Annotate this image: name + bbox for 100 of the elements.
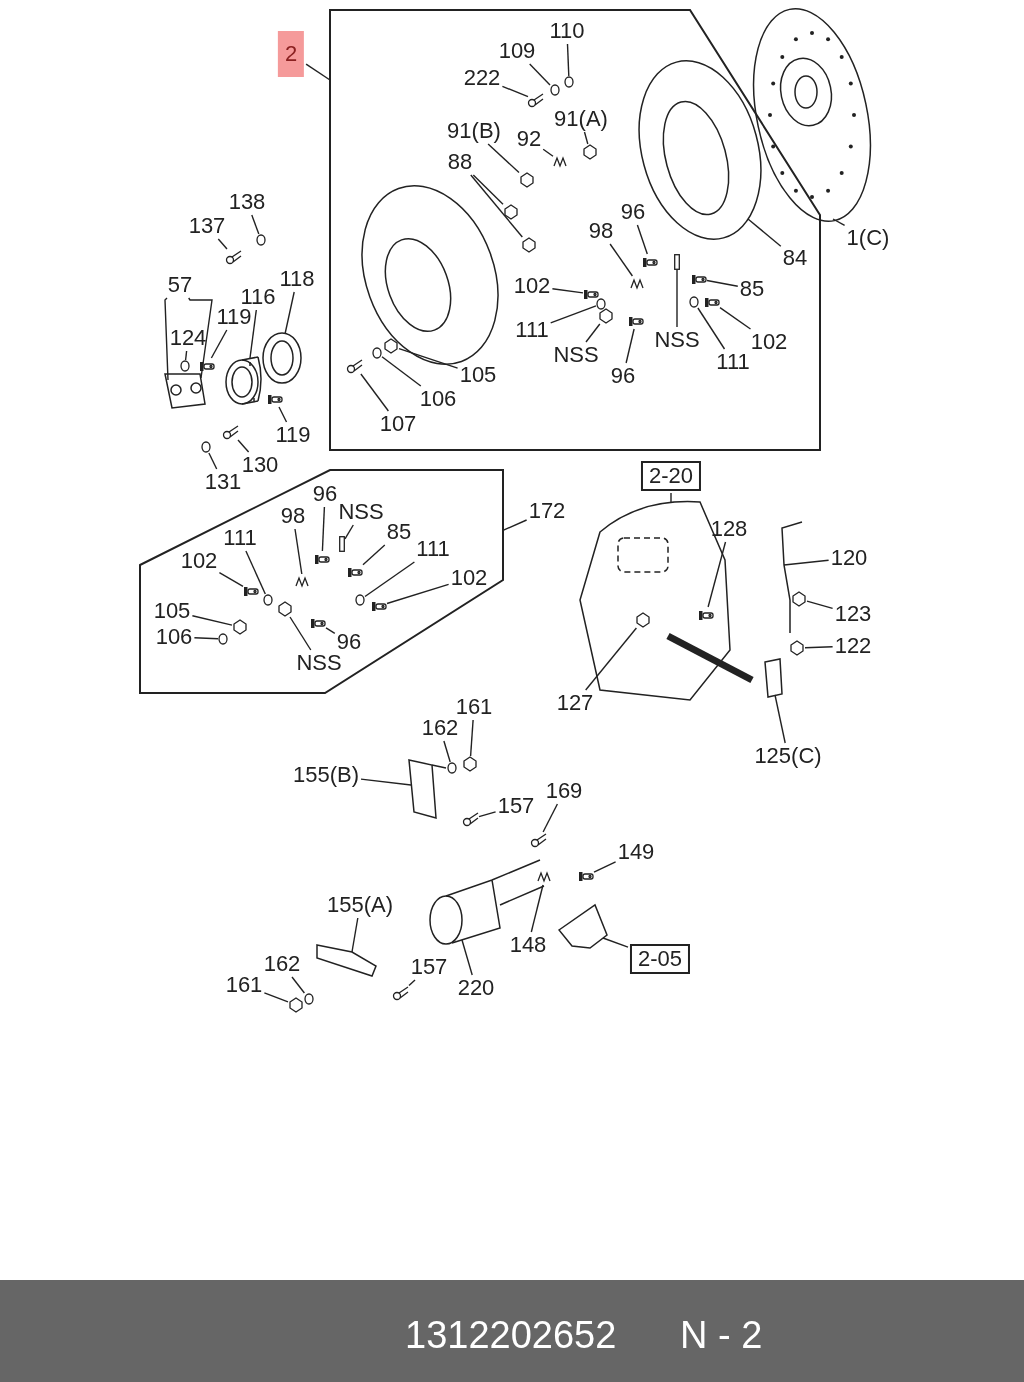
callout-number: 92 (516, 128, 542, 150)
leader-line (278, 406, 288, 423)
leader-line (184, 350, 188, 361)
leader-line (208, 452, 218, 470)
callout-number: 106 (155, 626, 193, 648)
callout-number: 124 (169, 327, 207, 349)
callout-number: 111 (416, 538, 450, 560)
washer-drawing (218, 633, 228, 645)
callout-number: 111 (716, 351, 750, 373)
washer-drawing (447, 762, 457, 774)
leader-line (191, 615, 233, 626)
leader-line (325, 627, 336, 634)
callout-number: 91(B) (447, 120, 501, 142)
leader-line (697, 307, 726, 350)
callout-number: 85 (739, 278, 765, 300)
callout-number: NSS (654, 329, 700, 351)
leader-line (249, 309, 257, 359)
callout-number: 102 (513, 275, 551, 297)
leader-line (636, 224, 648, 255)
footer-text: 1312202652 (405, 1314, 617, 1357)
leader-line (294, 528, 303, 575)
callout-number: 119 (216, 306, 252, 328)
callout-number: 102 (180, 550, 218, 572)
leader-line (364, 561, 416, 598)
washer-drawing (201, 441, 211, 453)
washer-drawing (263, 594, 273, 606)
leader-line (542, 148, 554, 157)
callout-number: 96 (620, 201, 646, 223)
leader-line (529, 63, 551, 86)
lever-drawing (339, 536, 345, 552)
leader-line (263, 992, 289, 1003)
callout-number: 110 (549, 20, 585, 42)
callout-number: 91(A) (554, 108, 608, 130)
callout-number: 57 (167, 274, 193, 296)
leader-line (551, 288, 584, 294)
washer-drawing (689, 296, 699, 308)
callout-number: 123 (834, 603, 872, 625)
callout-number: 102 (750, 331, 788, 353)
callout-number: 1(C) (846, 227, 890, 249)
leader-line (566, 43, 570, 77)
leader-line (469, 719, 474, 757)
leader-line (804, 646, 834, 649)
callout-number: 107 (379, 413, 417, 435)
leader-line (188, 297, 213, 379)
leader-line (321, 506, 326, 552)
leader-line (386, 583, 450, 605)
callout-number: 127 (556, 692, 594, 714)
callout-number: 149 (617, 841, 655, 863)
callout-number: 148 (509, 934, 547, 956)
leader-line (501, 85, 529, 98)
group-frame (140, 470, 503, 693)
callout-number: 122 (834, 635, 872, 657)
leader-line (398, 348, 459, 369)
washer-drawing (564, 76, 574, 88)
callout-number: 111 (223, 527, 257, 549)
leader-line (284, 291, 295, 335)
callout-number: NSS (338, 501, 384, 523)
callout-number: 161 (225, 974, 263, 996)
callout-number: 125(C) (754, 745, 822, 767)
callout-number: 85 (386, 521, 412, 543)
leader-line (360, 373, 390, 412)
leader-line (707, 541, 727, 608)
leader-line (585, 627, 638, 691)
washer-drawing (596, 298, 606, 310)
callout-number: 96 (312, 483, 338, 505)
callout-number: 137 (188, 215, 226, 237)
callout-number: 105 (459, 364, 497, 386)
leader-line (583, 131, 589, 145)
leader-line (218, 572, 244, 588)
callout-number: 119 (275, 424, 311, 446)
callout-number: 162 (263, 953, 301, 975)
callout-number: 161 (455, 696, 493, 718)
leader-line (478, 811, 497, 818)
washer-drawing (180, 360, 190, 372)
callout-number: 128 (710, 518, 748, 540)
leader-line (291, 976, 306, 994)
leader-line (670, 492, 672, 503)
callout-number: 130 (241, 454, 279, 476)
leader-line (408, 979, 416, 987)
reference-label: 2-20 (641, 461, 701, 491)
leader-line (719, 306, 752, 330)
callout-number: 98 (588, 220, 614, 242)
callout-number: 116 (240, 286, 276, 308)
washer-drawing (550, 84, 560, 96)
leader-line (381, 356, 422, 387)
callout-number: 118 (279, 268, 315, 290)
leader-line (706, 279, 739, 287)
callout-number: 84 (782, 247, 808, 269)
leader-line (251, 214, 260, 235)
callout-number: 155(A) (327, 894, 393, 916)
leader-line (360, 778, 412, 786)
leader-line (351, 917, 359, 953)
callout-number: 222 (463, 67, 501, 89)
leader-line (289, 616, 312, 651)
callout-number: 109 (498, 40, 536, 62)
callout-number: 96 (610, 365, 636, 387)
callout-number: 2 (277, 31, 305, 77)
callout-number: 157 (410, 956, 448, 978)
leader-line (487, 143, 520, 174)
group-frame (330, 10, 820, 450)
